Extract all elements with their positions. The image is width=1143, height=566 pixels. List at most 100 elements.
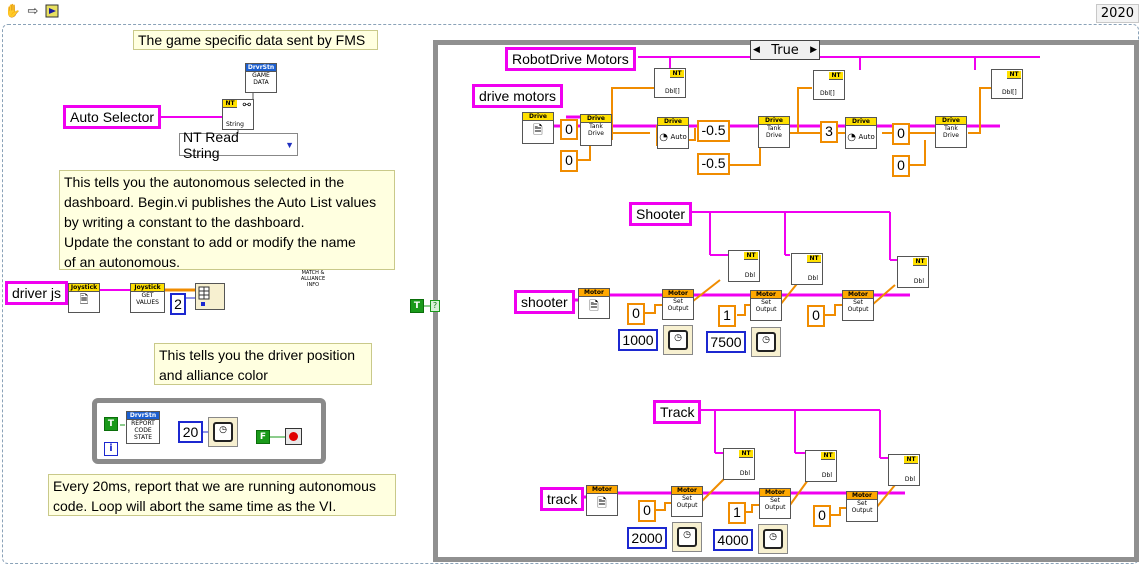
auto-selector-label[interactable]: Auto Selector: [63, 105, 162, 129]
set-output-vi-t3[interactable]: Motor Set Output: [846, 491, 878, 522]
nt-write-dbl-vi-t3[interactable]: NT Dbl: [888, 454, 920, 486]
vi-header: Motor: [672, 487, 702, 495]
drive-constant-2[interactable]: 0: [560, 150, 578, 172]
joystick-get-values-vi[interactable]: Joystick GET VALUES: [130, 283, 165, 313]
gauge-icon: ◔: [847, 131, 856, 143]
vi-caption: Set Output: [676, 495, 698, 509]
hand-tool-icon[interactable]: ✋: [4, 3, 22, 19]
vi-header: Drive: [846, 118, 876, 126]
wait-ms-node[interactable]: ◷: [208, 417, 238, 447]
vi-header: Drive: [581, 115, 611, 123]
robotdrive-motors-label[interactable]: RobotDrive Motors: [505, 47, 636, 71]
clock-icon: ◷: [213, 422, 233, 442]
vi-caption: Set Output: [755, 299, 777, 313]
set-output-vi-t2[interactable]: Motor Set Output: [759, 488, 791, 519]
case-selector[interactable]: ◀ True ▶: [750, 40, 820, 60]
vi-caption: Dbl: [744, 272, 755, 279]
nt-write-dbl-vi-t2[interactable]: NT Dbl: [805, 450, 837, 482]
drive-constant-7[interactable]: 0: [892, 123, 910, 145]
case-selector-terminal[interactable]: ?: [430, 300, 440, 312]
vi-caption: Set Output: [667, 298, 689, 312]
shooter-constant-1[interactable]: 0: [627, 303, 645, 325]
match-alliance-info-vi[interactable]: MATCH & ALLIANCE INFO: [297, 270, 329, 292]
set-output-vi-s1[interactable]: Motor Set Output: [662, 289, 694, 320]
vi-header: NT: [821, 452, 835, 460]
shooter-wait-node-1[interactable]: ◷: [663, 325, 693, 355]
shooter-constant-3[interactable]: 0: [807, 305, 825, 327]
nt-read-selector[interactable]: NT Read String ▼: [179, 129, 298, 161]
drive-constant-5[interactable]: -0.5: [697, 153, 730, 175]
track-motor-ref-vi[interactable]: Motor 🗎: [586, 485, 618, 516]
drive-motors-label[interactable]: drive motors: [472, 84, 564, 108]
drive-constant-8[interactable]: 0: [892, 155, 910, 177]
nt-read-string-vi[interactable]: NT ⚯ String: [222, 99, 254, 130]
nt-write-dbl-vi-s2[interactable]: NT Dbl: [791, 253, 823, 285]
shooter-motor-ref-vi[interactable]: Motor 🗎: [578, 288, 610, 319]
track-wait-node-2[interactable]: ◷: [758, 524, 788, 554]
nt-write-dbl-array-vi-3[interactable]: NT Dbl[]: [991, 69, 1023, 99]
nt-write-dbl-array-vi-2[interactable]: NT Dbl[]: [813, 70, 845, 100]
set-output-vi-s2[interactable]: Motor Set Output: [750, 290, 782, 321]
shooter-wait-constant-1[interactable]: 1000: [618, 329, 658, 351]
set-output-vi-t1[interactable]: Motor Set Output: [671, 486, 703, 517]
stop-terminal[interactable]: [285, 428, 302, 445]
shooter-ref-label[interactable]: shooter: [514, 290, 575, 314]
set-output-vi-s3[interactable]: Motor Set Output: [842, 290, 874, 321]
joystick-index-constant[interactable]: 2: [170, 293, 186, 315]
true-constant[interactable]: T: [410, 299, 424, 313]
nt-write-dbl-array-vi-1[interactable]: NT Dbl[]: [654, 68, 686, 98]
dropdown-arrow-icon[interactable]: ▼: [285, 139, 294, 150]
comment-driver-position: This tells you the driver position and a…: [154, 343, 372, 385]
track-constant-2[interactable]: 1: [728, 502, 746, 524]
auto-timer-vi-1[interactable]: Drive ◔ Auto: [657, 117, 689, 149]
vi-caption: Set Output: [851, 500, 873, 514]
tank-drive-vi-3[interactable]: Drive Tank Drive: [935, 116, 967, 148]
false-constant[interactable]: F: [256, 430, 270, 444]
vi-header: Motor: [663, 290, 693, 298]
vi-caption: Set Output: [764, 497, 786, 511]
vi-header: NT: [739, 450, 753, 458]
shooter-wait-node-2[interactable]: ◷: [751, 327, 781, 357]
tank-drive-vi-1[interactable]: Drive Tank Drive: [580, 114, 612, 146]
driver-js-label[interactable]: driver js: [5, 281, 69, 305]
auto-timer-vi-2[interactable]: Drive ◔ Auto: [845, 117, 877, 149]
shooter-wait-constant-2[interactable]: 7500: [706, 331, 746, 353]
track-wait-constant-1[interactable]: 2000: [627, 527, 667, 549]
vi-header: Motor: [847, 492, 877, 500]
nt-write-dbl-vi-s1[interactable]: NT Dbl: [728, 250, 760, 282]
vi-header: DrvrStn: [127, 412, 159, 420]
loop-true-constant[interactable]: T: [104, 417, 118, 431]
track-label[interactable]: Track: [653, 400, 702, 424]
nt-write-dbl-vi-t1[interactable]: NT Dbl: [723, 448, 755, 480]
clock-icon: ◷: [756, 332, 776, 352]
report-code-state-vi[interactable]: DrvrStn REPORT CODE STATE: [126, 411, 160, 444]
joystick-ref-vi[interactable]: Joystick 🗎: [68, 283, 100, 313]
next-case-icon[interactable]: ▶: [810, 45, 817, 55]
while-loop[interactable]: [92, 398, 326, 464]
drvstn-game-data-vi[interactable]: DrvrStn GAME DATA: [245, 63, 277, 93]
probe-icon[interactable]: [44, 3, 60, 19]
loop-iteration-terminal[interactable]: i: [104, 442, 118, 456]
drive-constant-6[interactable]: 3: [820, 121, 838, 143]
previous-case-icon[interactable]: ◀: [753, 45, 760, 55]
shooter-label[interactable]: Shooter: [629, 202, 693, 226]
vi-header: NT: [807, 255, 821, 263]
arrow-forward-icon[interactable]: ⇨: [27, 3, 39, 19]
track-ref-label[interactable]: track: [540, 487, 585, 511]
vi-caption: Auto: [858, 132, 875, 141]
tank-drive-vi-2[interactable]: Drive Tank Drive: [758, 116, 790, 148]
drive-constant-4[interactable]: -0.5: [697, 120, 730, 142]
drive-constant-1[interactable]: 0: [560, 119, 578, 140]
wait-ms-constant[interactable]: 20: [178, 421, 203, 443]
vi-header: NT: [904, 456, 918, 464]
vi-header: NT: [223, 100, 237, 108]
track-wait-node-1[interactable]: ◷: [672, 522, 702, 552]
drive-ref-vi[interactable]: Drive 🗎: [522, 112, 554, 144]
track-constant-1[interactable]: 0: [638, 500, 656, 522]
nt-write-dbl-vi-s3[interactable]: NT Dbl: [897, 256, 929, 288]
shooter-constant-2[interactable]: 1: [718, 305, 736, 327]
index-array-node[interactable]: [195, 283, 225, 310]
vi-caption: Auto: [670, 132, 687, 141]
track-wait-constant-2[interactable]: 4000: [713, 529, 753, 551]
track-constant-3[interactable]: 0: [813, 505, 831, 527]
